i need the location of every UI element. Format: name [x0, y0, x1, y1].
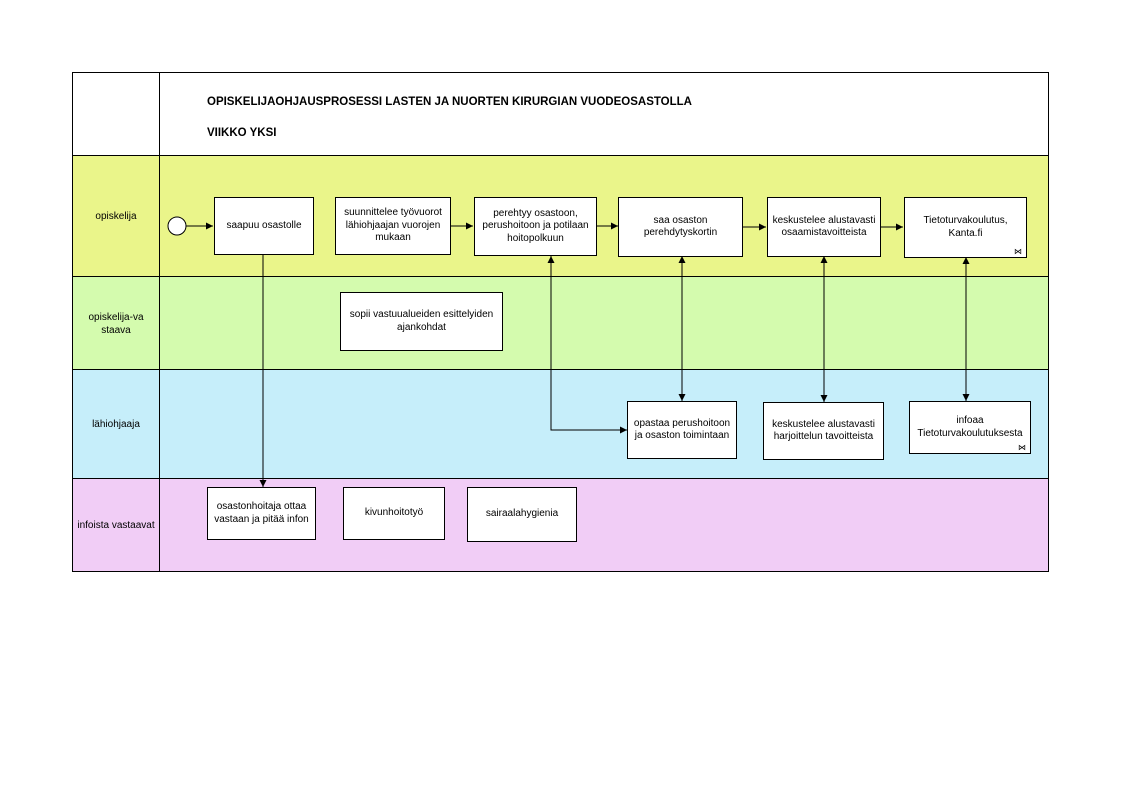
task-infoaa-tietoturvakoulutuksesta: infoaa Tietoturvakoulutuksesta ⋈ — [909, 401, 1031, 454]
task-suunnittelee-tyovuorot: suunnittelee työvuorot lähiohjaajan vuor… — [335, 197, 451, 255]
subprocess-icon: ⋈ — [1018, 443, 1026, 452]
lane-label-infoista-vastaavat: infoista vastaavat — [73, 479, 160, 571]
task-perehtyy-osastoon: perehtyy osastoon, perushoitoon ja potil… — [474, 197, 597, 256]
start-event-circle — [167, 216, 187, 236]
diagram-title: OPISKELIJAOHJAUSPROSESSI LASTEN JA NUORT… — [207, 96, 692, 108]
lane-label-opiskelija-vastaava: opiskelija-vastaava — [73, 277, 160, 370]
task-tietoturvakoulutus: Tietoturvakoulutus, Kanta.fi ⋈ — [904, 197, 1027, 258]
header-left-cell — [73, 73, 160, 155]
arrow-perehtyy-opastaa — [547, 256, 627, 434]
task-saapuu-osastolle: saapuu osastolle — [214, 197, 314, 255]
subprocess-icon: ⋈ — [1014, 247, 1022, 256]
diagram-header — [72, 72, 1049, 156]
task-kivunhoitotyo: kivunhoitotyö — [343, 487, 445, 540]
task-opastaa-perushoitoon: opastaa perushoitoon ja osaston toiminta… — [627, 401, 737, 459]
task-osastonhoitaja-info: osastonhoitaja ottaa vastaan ja pitää in… — [207, 487, 316, 540]
task-keskustelee-osaamistavoitteista: keskustelee alustavasti osaamistavoittei… — [767, 197, 881, 257]
diagram-subtitle: VIIKKO YKSI — [207, 127, 277, 139]
task-saa-perehdytyskortin: saa osaston perehdytyskortin — [618, 197, 743, 257]
task-tietoturvakoulutus-label: Tietoturvakoulutus, Kanta.fi — [923, 215, 1008, 239]
task-keskustelee-harjoittelun-tavoitteista: keskustelee alustavasti harjoittelun tav… — [763, 402, 884, 460]
lane-label-text: opiskelija-vastaava — [88, 311, 144, 336]
task-sopii-vastuualueiden-esittelyt: sopii vastuualueiden esittelyiden ajanko… — [340, 292, 503, 351]
lane-label-opiskelija: opiskelija — [73, 156, 160, 277]
task-sairaalahygienia: sairaalahygienia — [467, 487, 577, 542]
task-infoaa-label: infoaa Tietoturvakoulutuksesta — [917, 415, 1023, 439]
lane-label-lahiohjaaja: lähiohjaaja — [73, 370, 160, 479]
